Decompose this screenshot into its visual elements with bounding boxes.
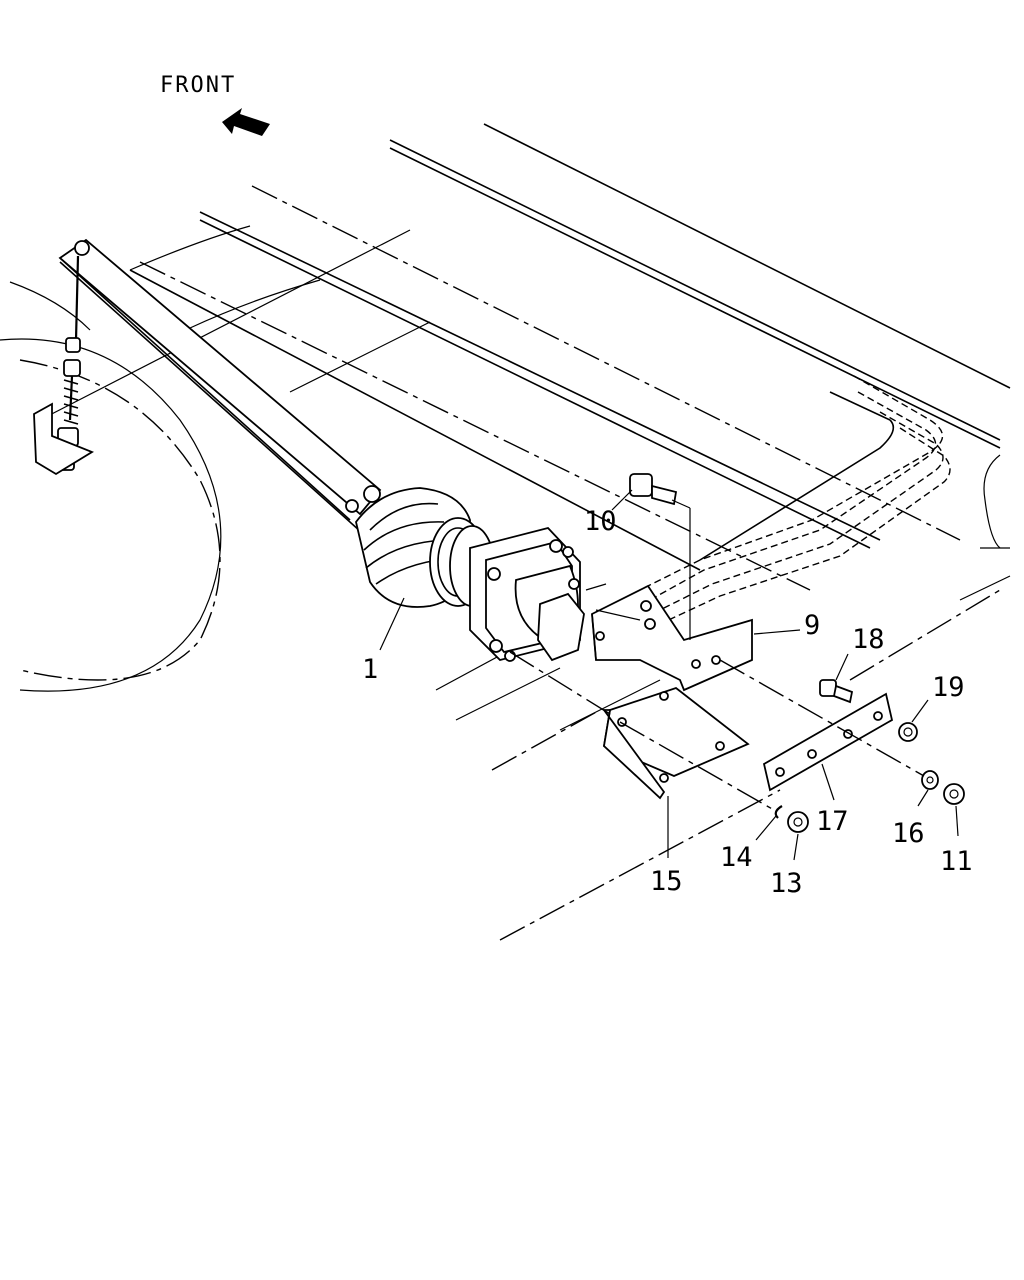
bracket-9: [591, 584, 753, 692]
front-label: FRONT: [160, 73, 236, 98]
nut-11: [943, 783, 965, 805]
assembly-centerlines: [509, 583, 925, 811]
callout-10: 10: [584, 506, 617, 537]
chassis-frame: [39, 123, 1011, 941]
plate-17: [762, 692, 894, 792]
callout-18: 18: [852, 624, 885, 655]
callout-9: 9: [804, 610, 820, 641]
callout-14: 14: [720, 842, 753, 873]
callout-17: 17: [816, 806, 849, 837]
callout-19: 19: [932, 672, 965, 703]
callout-13: 13: [770, 868, 803, 899]
lock-washer-14: [774, 805, 783, 819]
brake-lines: [639, 375, 951, 625]
front-indicator: FRONT: [160, 73, 270, 136]
callouts: 1 9 10 11 13 14 15 16 17 18 19: [362, 506, 973, 899]
washer-16: [921, 770, 939, 790]
callout-11: 11: [940, 846, 973, 877]
callout-1: 1: [362, 654, 378, 685]
fasteners: [774, 679, 965, 833]
callout-15: 15: [650, 866, 683, 897]
nut-19: [898, 722, 918, 742]
adjusting-rod: [33, 255, 95, 476]
callout-16: 16: [892, 818, 925, 849]
brake-chamber: [355, 487, 585, 662]
tire-outline: [0, 281, 222, 692]
lever-arm: [58, 238, 382, 541]
arrow-up-left-icon: [222, 108, 270, 136]
bolt-10: [629, 473, 691, 640]
nut-13: [787, 811, 809, 833]
leader-lines: [379, 489, 959, 861]
bracket-15: [602, 686, 750, 800]
